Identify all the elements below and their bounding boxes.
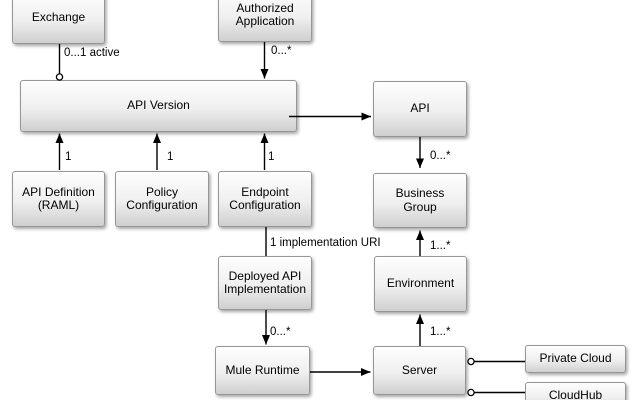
circle-server-private-cloud [467, 357, 475, 366]
label-implementation-uri: 1 implementation URI [270, 237, 381, 249]
label-authorized-application-multiplicity: 0...* [271, 45, 292, 57]
node-policy-configuration: Policy Configuration [115, 171, 209, 227]
node-authorized-application: Authorized Application [218, 0, 312, 42]
label-server-environment-multiplicity: 1...* [430, 326, 451, 338]
node-api-definition: API Definition (RAML) [12, 171, 105, 227]
node-endpoint-configuration: Endpoint Configuration [218, 171, 312, 227]
label-policy-configuration-multiplicity: 1 [167, 151, 174, 163]
node-deployed-api-implementation: Deployed API Implementation [218, 256, 312, 310]
label-endpoint-configuration-multiplicity: 1 [268, 151, 275, 163]
node-api-version: API Version [20, 80, 297, 132]
label-exchange-multiplicity: 0...1 active [64, 47, 120, 59]
node-server: Server [373, 346, 466, 395]
node-mule-runtime: Mule Runtime [215, 346, 310, 395]
node-cloudhub: CloudHub [525, 382, 626, 400]
label-api-definition-multiplicity: 1 [65, 151, 72, 163]
node-exchange: Exchange [12, 0, 105, 44]
label-api-business-group-multiplicity: 0...* [430, 150, 451, 162]
label-environment-business-group-multiplicity: 1...* [430, 240, 451, 252]
circle-server-cloudhub [467, 388, 475, 397]
node-environment: Environment [374, 256, 467, 312]
label-deployed-mule-multiplicity: 0...* [270, 326, 291, 338]
node-business-group: Business Group [373, 173, 467, 228]
node-api: API [373, 81, 467, 137]
node-private-cloud: Private Cloud [525, 345, 626, 373]
